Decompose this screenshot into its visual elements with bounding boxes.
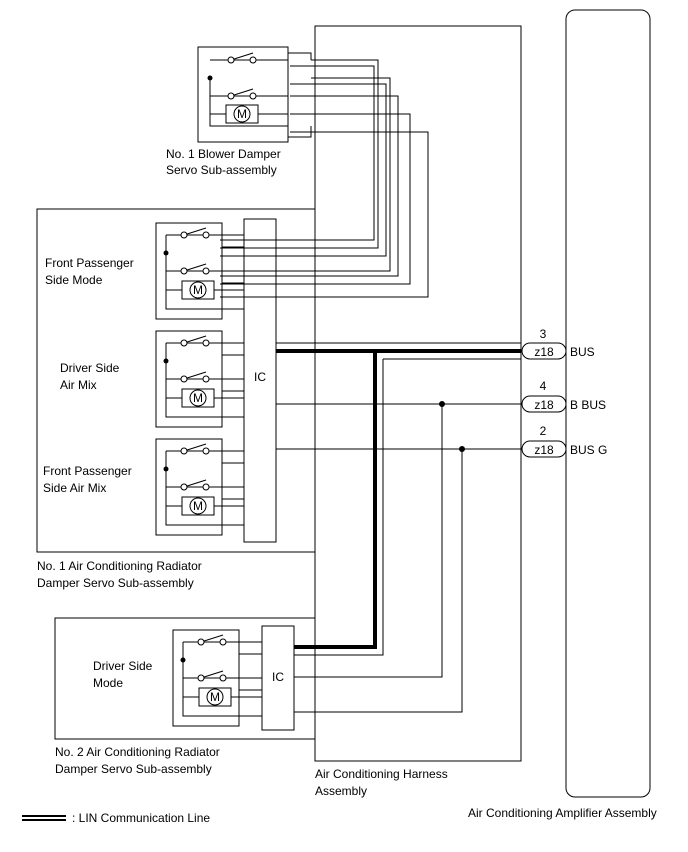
junction-dot: [439, 401, 445, 407]
motor-label: M: [193, 499, 203, 513]
radiator-no1-label-1: No. 1 Air Conditioning Radiator: [37, 559, 202, 573]
servo-label: Mode: [93, 676, 123, 690]
switch-icon: [197, 670, 227, 682]
motor-label: M: [210, 690, 220, 704]
connector-id: z18: [534, 443, 554, 457]
blower-harness-wires: [220, 59, 391, 272]
junction-dot: [459, 446, 465, 452]
switch-icon: [197, 634, 227, 646]
pin-number: 4: [540, 379, 547, 393]
radiator-no1-box: [36, 208, 316, 553]
servo-label: Driver Side: [93, 659, 153, 673]
blower-damper-label-2: Servo Sub-assembly: [166, 163, 277, 177]
junction-dot: [163, 358, 169, 364]
driver-side-air-mix-servo: M: [155, 330, 244, 428]
front-passenger-side-mode-servo: M: [155, 222, 244, 320]
connector-id: z18: [534, 398, 554, 412]
servo-label: Driver Side: [60, 361, 120, 375]
motor-icon: M: [181, 388, 215, 408]
servo-label: Side Mode: [45, 273, 103, 287]
connector-b-bus: z18 4 B BUS: [521, 379, 606, 413]
radiator-no1-label-2: Damper Servo Sub-assembly: [37, 576, 194, 590]
servo-label: Front Passenger: [43, 464, 132, 478]
motor-label: M: [237, 107, 247, 121]
connector-bus: z18 3 BUS: [521, 327, 595, 360]
motor-icon: M: [198, 687, 232, 707]
servo-label: Side Air Mix: [43, 481, 106, 495]
switch-icon: [227, 52, 257, 64]
legend-label: : LIN Communication Line: [72, 811, 210, 825]
junction-dot: [180, 657, 186, 663]
motor-icon: M: [225, 104, 259, 124]
switch-icon: [180, 227, 210, 239]
junction-dot: [163, 466, 169, 472]
motor-icon: M: [181, 496, 215, 516]
servo-label: Air Mix: [60, 378, 97, 392]
signal-label: B BUS: [570, 398, 606, 412]
ic-block-2: [261, 625, 295, 731]
radiator-no2-box: [54, 617, 316, 740]
motor-icon: M: [181, 280, 215, 300]
legend: : LIN Communication Line: [22, 811, 210, 825]
ic-block-1: [243, 218, 277, 543]
radiator-no2-label-1: No. 2 Air Conditioning Radiator: [55, 745, 220, 759]
motor-label: M: [193, 391, 203, 405]
connector-bus-g: z18 2 BUS G: [521, 424, 607, 458]
blower-damper-box: [197, 46, 289, 143]
driver-side-mode-servo: M: [172, 629, 262, 727]
pin-number: 2: [540, 424, 547, 438]
signal-label: BUS G: [570, 443, 607, 457]
amplifier-label: Air Conditioning Amplifier Assembly: [468, 806, 657, 820]
junction-dot: [163, 250, 169, 256]
switch-icon: [180, 443, 210, 455]
ic-label-2: IC: [272, 670, 284, 684]
harness-label-1: Air Conditioning Harness: [315, 767, 448, 781]
blower-damper-label-1: No. 1 Blower Damper: [166, 147, 281, 161]
harness-label-2: Assembly: [315, 784, 367, 798]
front-passenger-side-air-mix-servo: M: [155, 438, 244, 536]
radiator-no2-label-2: Damper Servo Sub-assembly: [55, 762, 212, 776]
servo-label: Front Passenger: [45, 256, 134, 270]
switch-icon: [180, 479, 210, 491]
switch-icon: [227, 88, 257, 100]
ic-label-1: IC: [254, 370, 266, 384]
junction-dot: [207, 75, 213, 81]
switch-icon: [180, 263, 210, 275]
harness-box: [314, 25, 522, 762]
switch-icon: [180, 335, 210, 347]
lin-line-branch: [294, 351, 377, 649]
pin-number: 3: [540, 327, 547, 341]
blower-damper-servo: M: [197, 46, 312, 143]
switch-icon: [180, 371, 210, 383]
signal-label: BUS: [570, 345, 595, 359]
motor-label: M: [193, 283, 203, 297]
connector-id: z18: [534, 345, 554, 359]
